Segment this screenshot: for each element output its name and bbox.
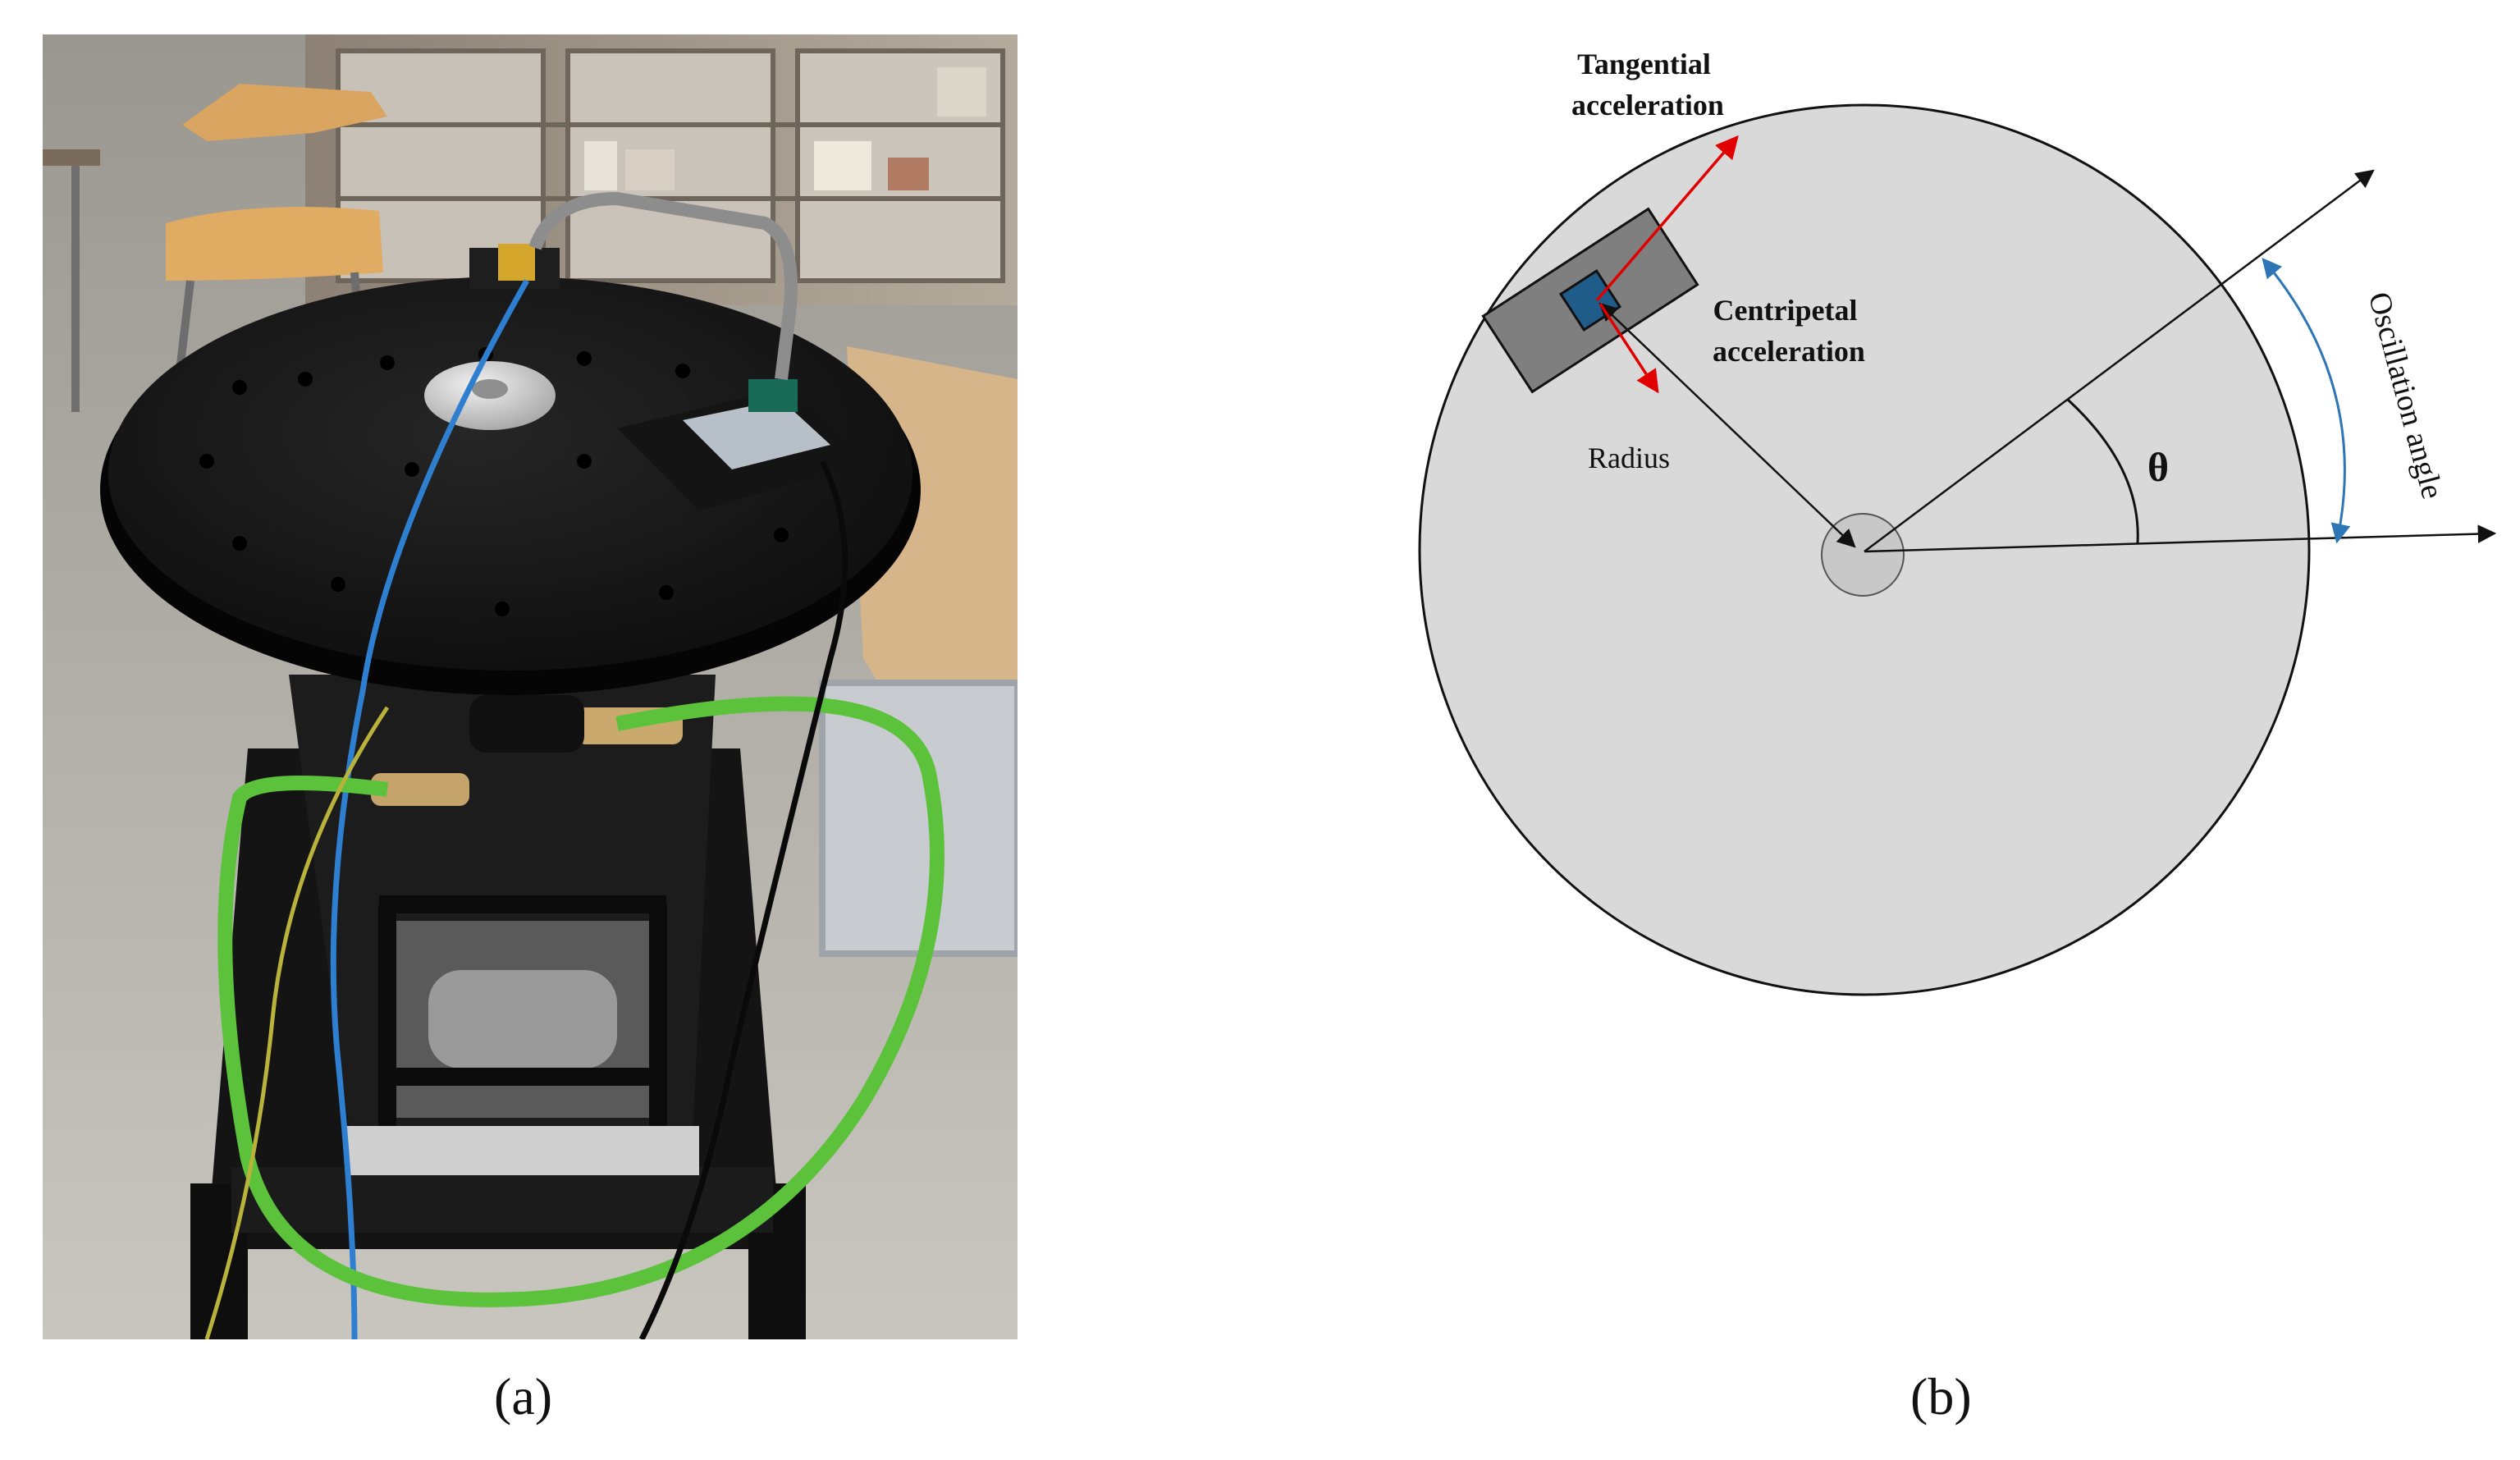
theta-arc (2066, 398, 2139, 544)
centripetal-label-line1: Centripetal (1713, 294, 1858, 327)
oscillated-axis (1864, 169, 2375, 553)
rig-motor (428, 970, 617, 1069)
radius-arrow (1598, 302, 1856, 548)
tangential-acceleration-arrow (1595, 135, 1739, 302)
oscillation-angle-arc (2262, 258, 2351, 544)
centripetal-label-line2: acceleration (1713, 335, 1865, 368)
hub-bolt (472, 379, 508, 399)
tangential-label-line2: acceleration (1571, 89, 1724, 121)
rig-frame-bars (378, 895, 667, 1167)
disc-holes (199, 347, 813, 616)
green-cable (217, 696, 944, 1307)
stand-apron (231, 1167, 773, 1233)
centripetal-label: Centripetal acceleration (1713, 294, 1865, 368)
blue-cable (330, 279, 530, 1339)
rig-base-plate (346, 1126, 699, 1175)
theta-label: θ (2147, 444, 2169, 490)
yellow-cable (204, 706, 390, 1339)
centripetal-acceleration-arrow (1598, 303, 1659, 394)
logger-chip (748, 379, 798, 412)
radius-label: Radius (1588, 442, 1670, 474)
shelf-items (584, 67, 986, 190)
reference-axis (1864, 524, 2497, 553)
caption-b: (b) (1910, 1367, 1972, 1426)
ribbon-cable (528, 191, 798, 380)
cabinet-shelves (336, 48, 1005, 283)
test-rig-photo (43, 34, 1018, 1339)
accelerometer (498, 244, 535, 281)
black-cable (638, 460, 848, 1339)
bench-frame (819, 680, 1018, 957)
oscillation-diagram: Tangential acceleration Centripetal acce… (1418, 48, 2497, 996)
caption-a: (a) (494, 1367, 553, 1426)
logger-board (683, 400, 830, 469)
oscillation-angle-label: Oscillation angle (2362, 289, 2449, 503)
tangential-label-line1: Tangential (1577, 48, 1711, 80)
tangential-label: Tangential acceleration (1571, 48, 1724, 121)
